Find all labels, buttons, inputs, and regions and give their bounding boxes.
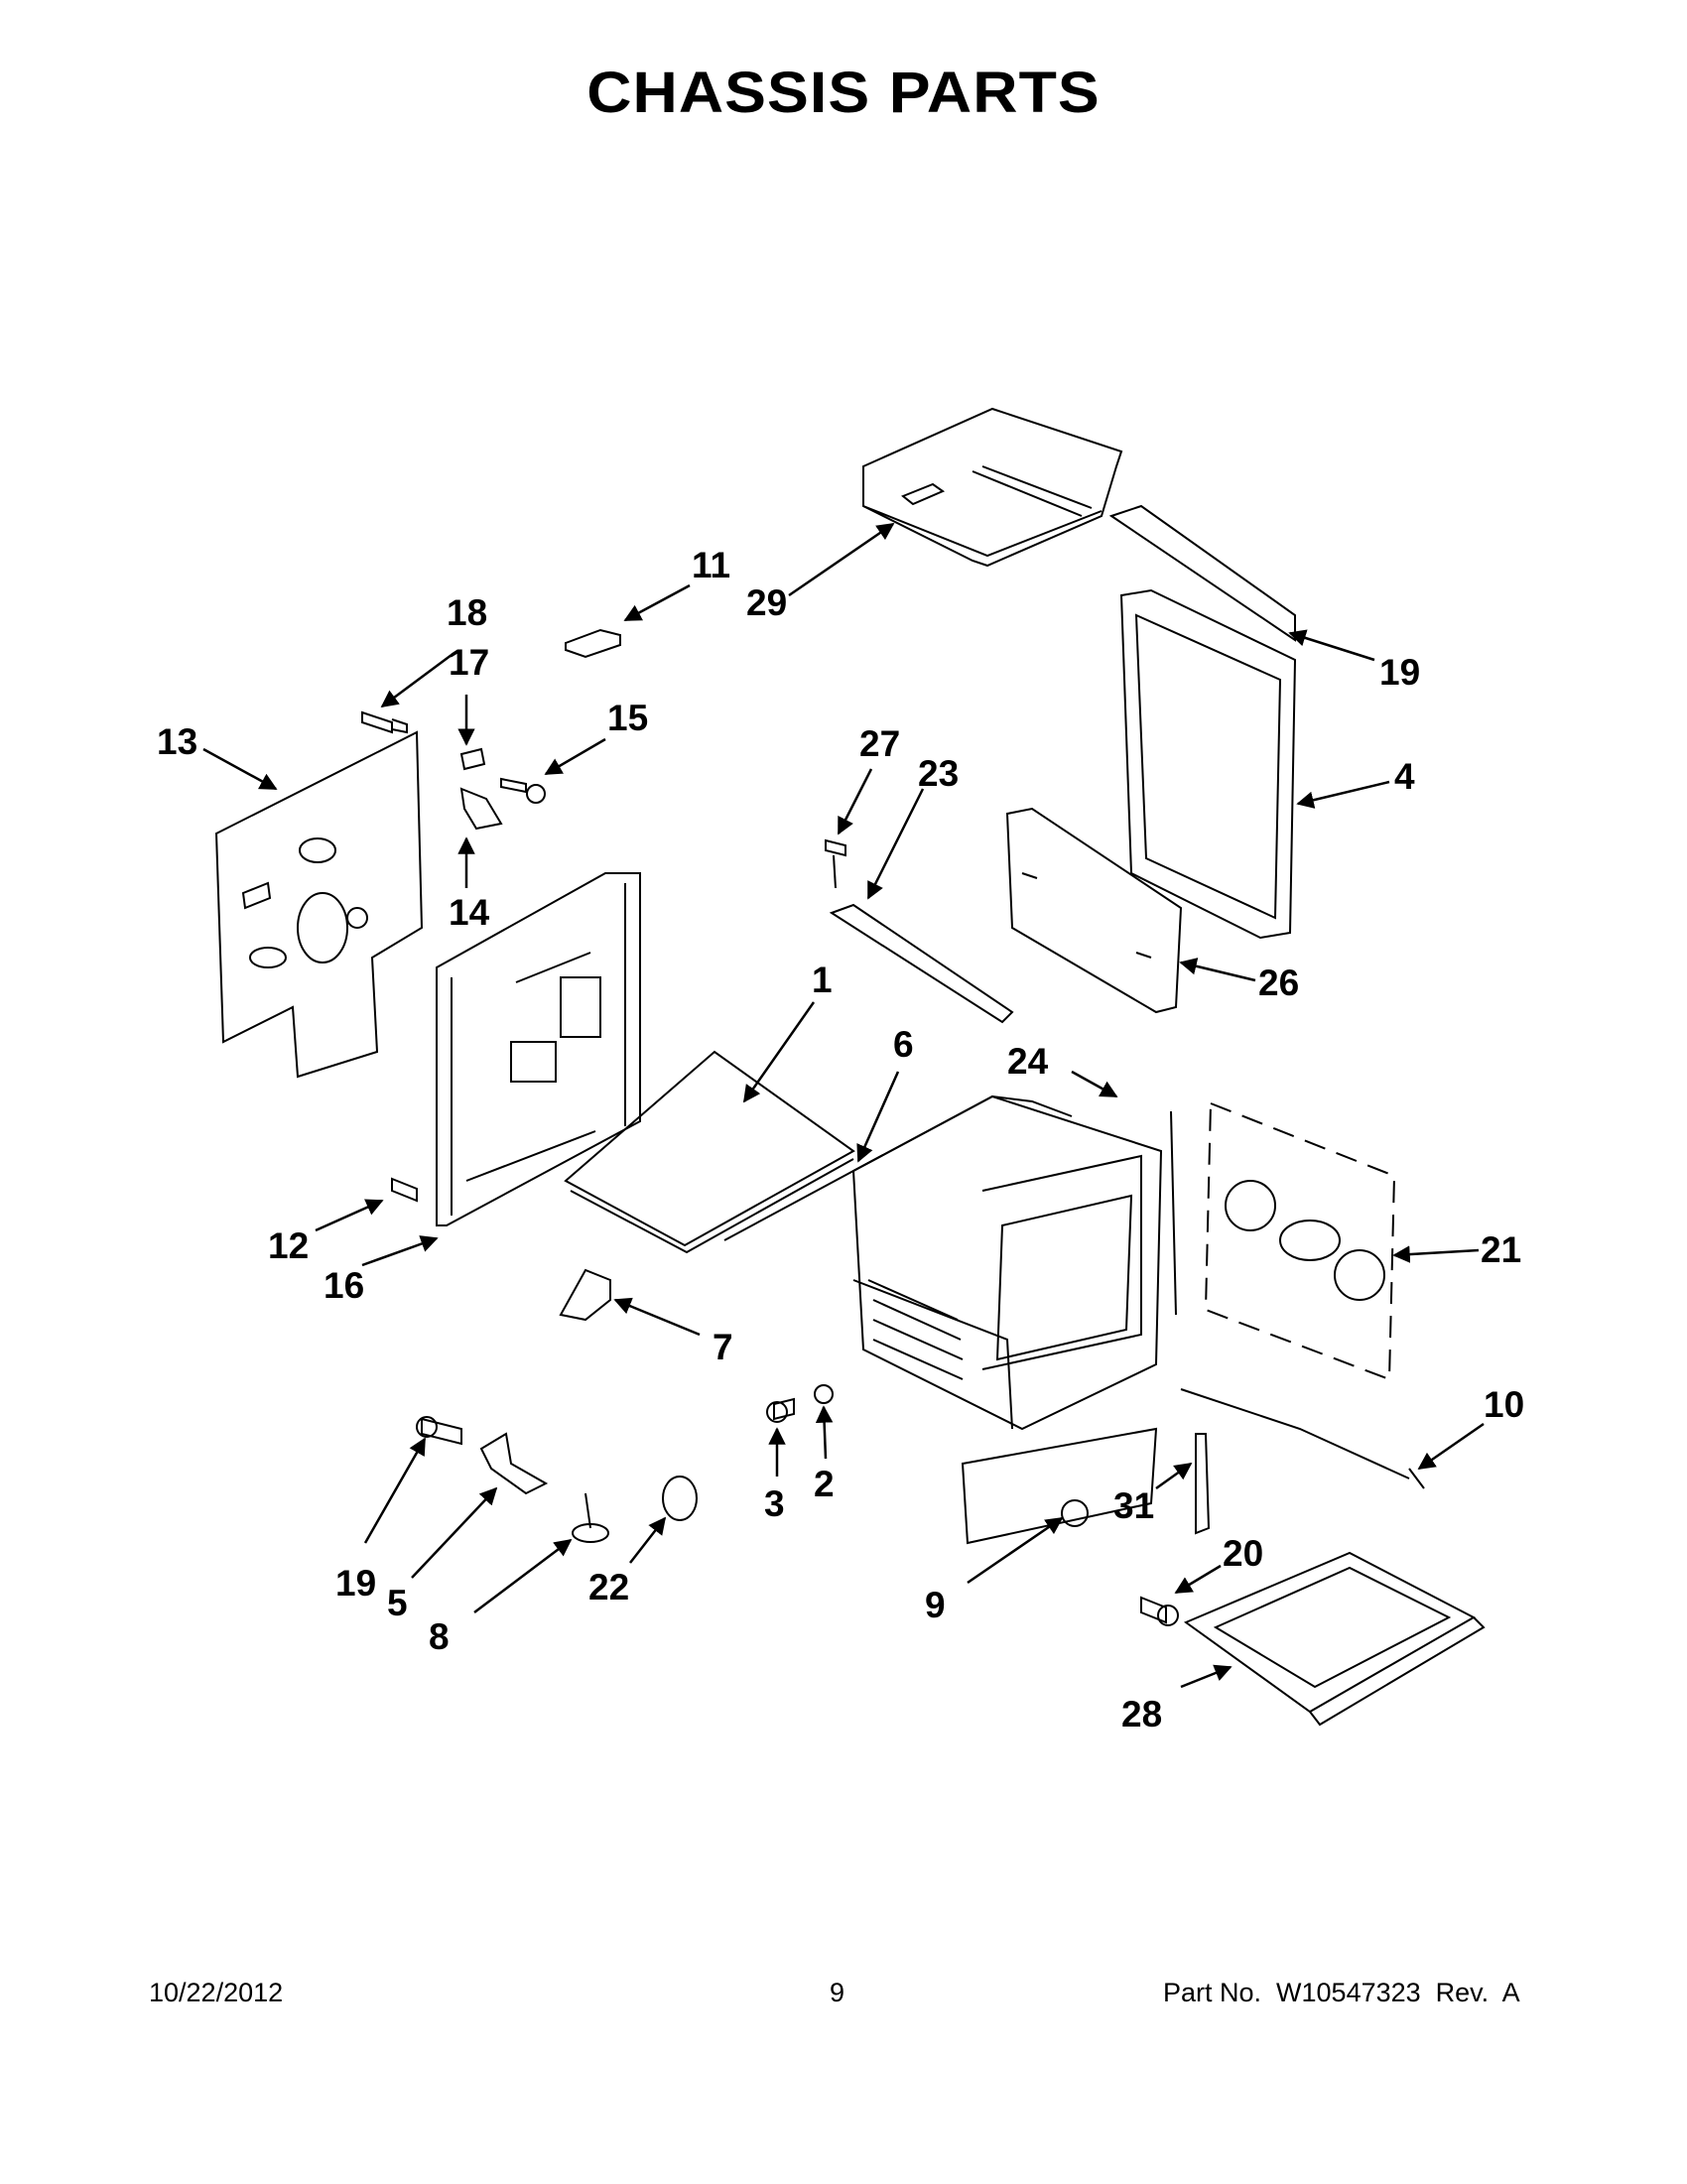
callout-18: 18 (447, 592, 487, 633)
leader-22 (629, 1516, 667, 1564)
callout-21: 21 (1481, 1229, 1521, 1270)
part-4-door-frame (1119, 588, 1297, 940)
callout-24: 24 (1007, 1041, 1049, 1082)
leader-24 (1071, 1070, 1118, 1098)
part-3-screw (766, 1397, 795, 1423)
callout-20: 20 (1223, 1533, 1263, 1574)
callout-2: 2 (814, 1464, 835, 1504)
callout-22: 22 (588, 1567, 629, 1607)
part-23-rail (829, 903, 1014, 1024)
leader-2 (815, 1405, 834, 1460)
page-title: CHASSIS PARTS (586, 61, 1101, 125)
leader-19a (1288, 629, 1375, 662)
part-8-leveling-leg (572, 1492, 609, 1543)
leader-23 (866, 788, 925, 900)
part-5-anti-tip-bracket (479, 1432, 549, 1495)
part-13-rear-panel (214, 730, 424, 1079)
leader-15 (544, 737, 606, 776)
leader-6 (856, 1071, 900, 1163)
part-11-bracket (565, 628, 621, 659)
callout-26: 26 (1258, 963, 1299, 1003)
callout-5: 5 (387, 1583, 408, 1623)
part-9-knob (1061, 1499, 1089, 1527)
callout-12: 12 (268, 1225, 309, 1266)
callout-6: 6 (893, 1024, 914, 1065)
leader-13 (202, 747, 278, 791)
callout-3: 3 (764, 1483, 785, 1524)
part-22-cap (662, 1476, 698, 1521)
part-19-top-trim (1108, 504, 1296, 642)
callout-4: 4 (1394, 756, 1415, 797)
part-31-bracket (1195, 1433, 1211, 1535)
callout-7: 7 (713, 1327, 733, 1367)
part-29-top-shield (862, 407, 1123, 568)
callout-11: 11 (692, 545, 730, 585)
leader-20 (1174, 1564, 1222, 1595)
callout-9: 9 (925, 1585, 946, 1625)
leader-11 (623, 583, 691, 622)
callout-8: 8 (429, 1616, 450, 1657)
part-27-screw (825, 838, 846, 889)
leader-7 (613, 1297, 701, 1337)
part-15-screw (500, 777, 546, 804)
leader-9 (967, 1516, 1064, 1585)
part-10-sensor (1180, 1388, 1425, 1489)
part-7-bracket (559, 1268, 611, 1322)
callout-28: 28 (1121, 1694, 1162, 1734)
callout-15: 15 (607, 698, 648, 738)
footer-part-number: Part No. W10547323 Rev. A (1163, 1978, 1520, 2007)
leader-27 (837, 768, 873, 835)
callout-29: 29 (746, 582, 787, 623)
part-21-bulb (1225, 1180, 1385, 1301)
leader-31 (1155, 1462, 1193, 1490)
callout-31: 31 (1113, 1485, 1154, 1526)
leader-29 (788, 522, 895, 597)
callout-13: 13 (157, 721, 197, 762)
footer-page-number: 9 (830, 1978, 845, 2007)
part-20-screw (1140, 1596, 1179, 1626)
leader-4 (1296, 780, 1390, 809)
footer-date: 10/22/2012 (149, 1978, 284, 2007)
leader-lines (202, 522, 1485, 1689)
leader-26 (1179, 958, 1256, 982)
part-14-bracket (459, 787, 503, 831)
leader-19b (363, 1437, 427, 1544)
part-28-drawer (1183, 1551, 1486, 1727)
callout-19b: 19 (335, 1563, 376, 1604)
part-2-washer (814, 1384, 834, 1404)
callout-10: 10 (1484, 1384, 1524, 1425)
part-17-clip (459, 747, 486, 771)
callout-1: 1 (812, 960, 833, 1000)
leader-21 (1392, 1245, 1480, 1263)
callout-14: 14 (449, 892, 490, 933)
leader-10 (1417, 1422, 1485, 1471)
callout-27: 27 (859, 723, 900, 764)
part-12-screw (391, 1177, 418, 1203)
part-1-tray (564, 1050, 855, 1254)
leader-18 (380, 653, 453, 708)
leader-12 (315, 1199, 384, 1232)
callout-17: 17 (449, 642, 489, 683)
leader-8 (473, 1538, 573, 1613)
leader-1 (742, 1001, 816, 1103)
callout-labels: 29 11 18 17 15 13 14 19 4 27 23 26 1 6 2… (157, 545, 1524, 1734)
part-24-oven-cavity (851, 1094, 1177, 1545)
part-19-leveling-bolt (416, 1416, 462, 1446)
part-18-screw (361, 710, 408, 734)
leader-5 (411, 1486, 498, 1579)
part-21-light-assembly (1204, 1101, 1396, 1381)
callout-19a: 19 (1379, 652, 1420, 693)
part-6-rod (723, 1170, 854, 1241)
leader-16 (361, 1235, 439, 1267)
part-16-side-frame (436, 872, 641, 1226)
leader-28 (1180, 1664, 1233, 1689)
callout-23: 23 (918, 753, 959, 794)
callout-16: 16 (324, 1265, 364, 1306)
part-26-panel (1005, 807, 1183, 1014)
